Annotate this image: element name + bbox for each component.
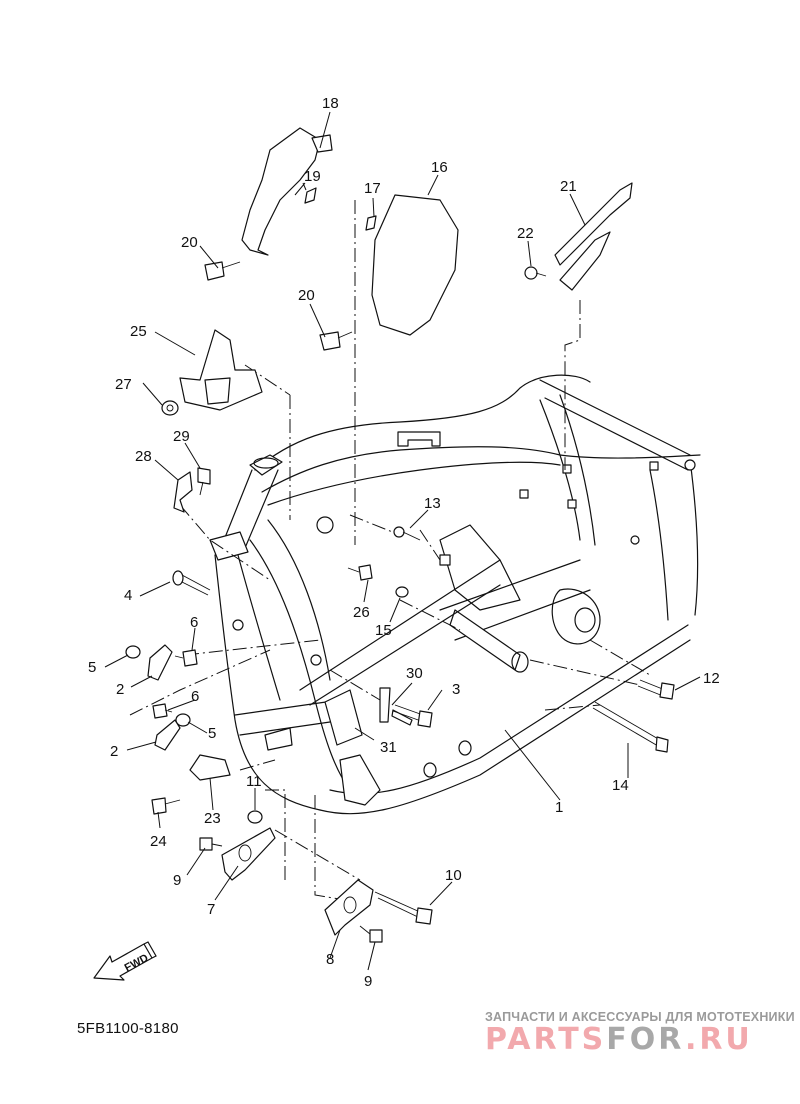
callout-19: 19 xyxy=(304,168,321,185)
fwd-arrow-icon: FWD xyxy=(93,941,157,981)
watermark-brand-for: FOR xyxy=(606,1022,685,1057)
callout-10: 10 xyxy=(445,867,462,884)
callout-3: 3 xyxy=(452,681,460,698)
watermark: ЗАПЧАСТИ И АКСЕССУАРЫ ДЛЯ МОТОТЕХНИКИ PA… xyxy=(485,1010,795,1057)
callout-13: 13 xyxy=(424,495,441,512)
callout-29: 29 xyxy=(173,428,190,445)
callout-6a: 6 xyxy=(190,614,198,631)
assembly-lines xyxy=(129,200,651,901)
watermark-tagline: ЗАПЧАСТИ И АКСЕССУАРЫ ДЛЯ МОТОТЕХНИКИ xyxy=(485,1010,795,1024)
leader-lines xyxy=(104,111,701,971)
callout-14: 14 xyxy=(612,777,629,794)
callout-6b: 6 xyxy=(191,688,199,705)
callout-30: 30 xyxy=(406,665,423,682)
watermark-brand-ru: .RU xyxy=(684,1022,753,1057)
callout-26: 26 xyxy=(353,604,370,621)
callout-4: 4 xyxy=(124,587,132,604)
callout-17: 17 xyxy=(364,180,381,197)
callout-27: 27 xyxy=(115,376,132,393)
callout-25: 25 xyxy=(130,323,147,340)
callout-5b: 5 xyxy=(208,725,216,742)
callout-1: 1 xyxy=(555,799,563,816)
callout-9b: 9 xyxy=(364,973,372,990)
callout-21: 21 xyxy=(560,178,577,195)
callout-20b: 20 xyxy=(298,287,315,304)
watermark-brand: PARTSFOR.RU xyxy=(485,1022,785,1057)
callout-12: 12 xyxy=(703,670,720,687)
callout-labels: 18 19 17 16 21 22 20 20 25 27 29 28 13 4… xyxy=(88,95,720,990)
callout-18: 18 xyxy=(322,95,339,112)
callout-2b: 2 xyxy=(110,743,118,760)
callout-22: 22 xyxy=(517,225,534,242)
callout-9a: 9 xyxy=(173,872,181,889)
callout-11: 11 xyxy=(246,773,262,790)
callout-15: 15 xyxy=(375,622,392,639)
callout-16: 16 xyxy=(431,159,448,176)
diagram-code: 5FB1100-8180 xyxy=(77,1020,179,1037)
callout-7: 7 xyxy=(207,901,215,918)
main-frame xyxy=(209,374,701,815)
watermark-brand-parts: PARTS xyxy=(485,1022,607,1057)
small-parts xyxy=(125,127,675,943)
callout-8: 8 xyxy=(326,951,334,968)
callout-23: 23 xyxy=(204,810,221,827)
callout-20a: 20 xyxy=(181,234,198,251)
callout-2a: 2 xyxy=(116,681,124,698)
callout-31: 31 xyxy=(380,739,397,756)
callout-28: 28 xyxy=(135,448,152,465)
callout-24: 24 xyxy=(150,833,167,850)
callout-5a: 5 xyxy=(88,659,96,676)
